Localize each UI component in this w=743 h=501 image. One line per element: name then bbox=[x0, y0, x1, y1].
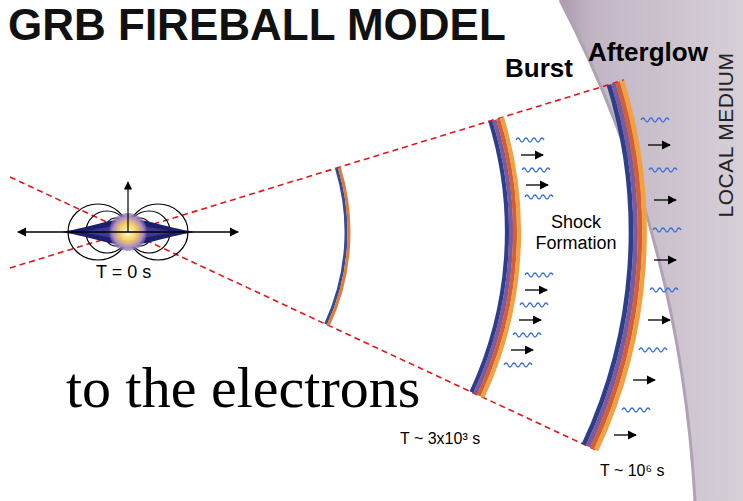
note-label: T = 0 s bbox=[96, 262, 151, 283]
phase-label: Burst bbox=[505, 54, 573, 84]
band-label-holder: LOCAL MEDIUM bbox=[726, 135, 743, 159]
slide-text: to the electrons bbox=[66, 359, 420, 417]
cone-lines bbox=[10, 80, 624, 451]
label-holder: Burst bbox=[505, 54, 573, 84]
label-holder: Afterglow bbox=[588, 38, 708, 68]
label-holder: Shock Formation bbox=[532, 212, 620, 253]
label-holder: T = 0 s bbox=[96, 262, 151, 283]
diagram-title: GRB FIREBALL MODEL bbox=[8, 0, 506, 51]
phase-label: Afterglow bbox=[588, 38, 708, 68]
note-label: Shock Formation bbox=[532, 212, 620, 253]
note-label: T ~ 3x10³ s bbox=[400, 430, 480, 448]
label-holder: T ~ 3x10³ s bbox=[400, 430, 480, 448]
label-holder: to the electrons bbox=[66, 359, 420, 417]
central-engine bbox=[18, 182, 238, 260]
title-holder: GRB FIREBALL MODEL bbox=[8, 0, 506, 51]
region-label: LOCAL MEDIUM bbox=[714, 52, 738, 217]
label-holder: T ~ 10⁶ s bbox=[600, 462, 665, 480]
note-label: T ~ 10⁶ s bbox=[600, 462, 665, 480]
